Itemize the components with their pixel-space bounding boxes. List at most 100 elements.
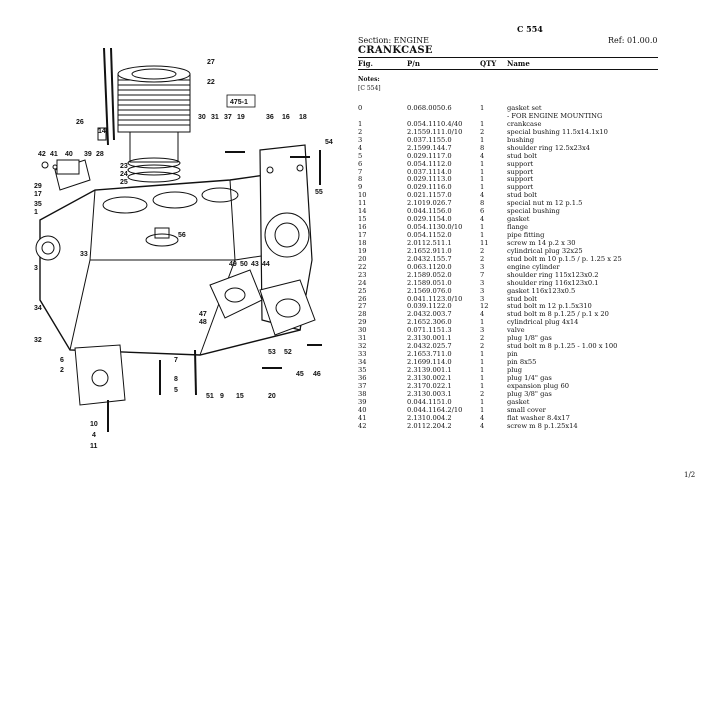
- part-number-cell: 0.063.1120.0: [407, 262, 452, 271]
- callout-label: 53: [268, 349, 276, 356]
- part-number-cell: 2.1589.052.0: [407, 270, 452, 279]
- part-number-cell: 2.3130.002.1: [407, 373, 452, 382]
- fig-cell: 5: [358, 151, 363, 160]
- part-number-cell: 0.054.1112.0: [407, 159, 452, 168]
- part-name-cell: crankcase: [507, 119, 542, 128]
- quantity-cell: 1: [480, 159, 485, 168]
- part-number-cell: 2.1589.051.0: [407, 278, 452, 287]
- part-name-cell: plug 1/8" gas: [507, 334, 552, 343]
- fig-cell: 8: [358, 175, 363, 184]
- quantity-cell: 1: [480, 175, 485, 184]
- callout-label: 50: [240, 261, 248, 268]
- quantity-cell: 1: [480, 365, 485, 374]
- callout-label: 51: [206, 393, 214, 400]
- callout-label: 20: [268, 393, 276, 400]
- callout-label: 10: [90, 421, 98, 428]
- fig-cell: 1: [358, 119, 363, 128]
- part-name-cell: shoulder ring 116x123x0.1: [507, 278, 599, 287]
- part-name-cell: flat washer 8.4x17: [507, 413, 570, 422]
- fig-cell: 25: [358, 286, 367, 295]
- part-number-cell: 0.021.1157.0: [407, 191, 452, 200]
- fig-cell: 20: [358, 254, 367, 263]
- quantity-cell: 1: [480, 318, 485, 327]
- callout-label: 17: [34, 191, 42, 198]
- callout-label: 19: [237, 114, 245, 121]
- callout-label: 9: [220, 393, 224, 400]
- callout-label: 34: [34, 305, 42, 312]
- quantity-cell: 4: [480, 151, 485, 160]
- part-number-cell: 2.3130.003.1: [407, 389, 452, 398]
- fig-cell: 10: [358, 191, 367, 200]
- part-number-cell: 2.1652.911.0: [407, 246, 452, 255]
- part-number-cell: 0.029.1116.0: [407, 183, 452, 192]
- quantity-cell: 1: [480, 223, 485, 232]
- callout-label: 32: [34, 337, 42, 344]
- col-qty: QTY: [480, 59, 497, 68]
- part-number-cell: 0.029.1154.0: [407, 215, 452, 224]
- part-number-cell: 0.054.1152.0: [407, 231, 452, 239]
- quantity-cell: 2: [480, 246, 485, 255]
- part-number-cell: 2.1569.076.0: [407, 286, 452, 295]
- fig-cell: 14: [358, 207, 367, 216]
- callout-label: 31: [211, 114, 219, 121]
- fig-cell: 0: [358, 104, 363, 112]
- callout-label: 24: [120, 171, 128, 178]
- part-name-cell: support: [507, 175, 534, 184]
- part-name-cell: valve: [507, 326, 525, 335]
- quantity-cell: 3: [480, 294, 485, 303]
- callout-label: 1: [34, 209, 38, 216]
- callout-label: 27: [207, 59, 215, 66]
- part-name-cell: shoulder ring 115x123x0.2: [507, 270, 599, 279]
- part-name-cell: stud bolt m 10 p.1.5 / p. 1.25 x 25: [507, 254, 622, 263]
- quantity-cell: 2: [480, 334, 485, 343]
- callout-label: 14: [98, 128, 106, 135]
- part-name-cell: special bushing 11.5x14.1x10: [507, 127, 608, 136]
- part-name-cell: gasket: [507, 397, 530, 406]
- part-number-cell: 0.041.1123.0/10: [407, 294, 463, 303]
- quantity-cell: 11: [480, 238, 489, 247]
- quantity-cell: 3: [480, 262, 485, 271]
- quantity-cell: 4: [480, 215, 485, 224]
- callout-label: 11: [90, 443, 98, 450]
- callout-label: 3: [34, 265, 38, 272]
- part-number-cell: 2.1652.306.0: [407, 318, 452, 327]
- callout-label: 16: [282, 114, 290, 121]
- part-number-cell: 2.0432.003.7: [407, 310, 452, 319]
- part-name-cell: gasket 116x123x0.5: [507, 286, 576, 295]
- fig-cell: 24: [358, 278, 367, 287]
- callout-label: 48: [199, 319, 207, 326]
- fig-cell: 41: [358, 413, 367, 422]
- callout-label: 46: [313, 371, 321, 378]
- quantity-cell: 1: [480, 135, 485, 144]
- callout-label: 43: [251, 261, 259, 268]
- callout-label: 23: [120, 163, 128, 170]
- fig-cell: 22: [358, 262, 367, 271]
- callout-label: 35: [34, 201, 42, 208]
- part-name-cell: special bushing: [507, 207, 560, 216]
- callout-label: 42: [38, 151, 46, 158]
- part-number-cell: 2.3130.001.1: [407, 334, 452, 343]
- part-name-cell: screw m 8 p.1.25x14: [507, 421, 578, 430]
- fig-cell: 27: [358, 302, 367, 311]
- part-name-cell: support: [507, 183, 534, 192]
- quantity-cell: 2: [480, 254, 485, 263]
